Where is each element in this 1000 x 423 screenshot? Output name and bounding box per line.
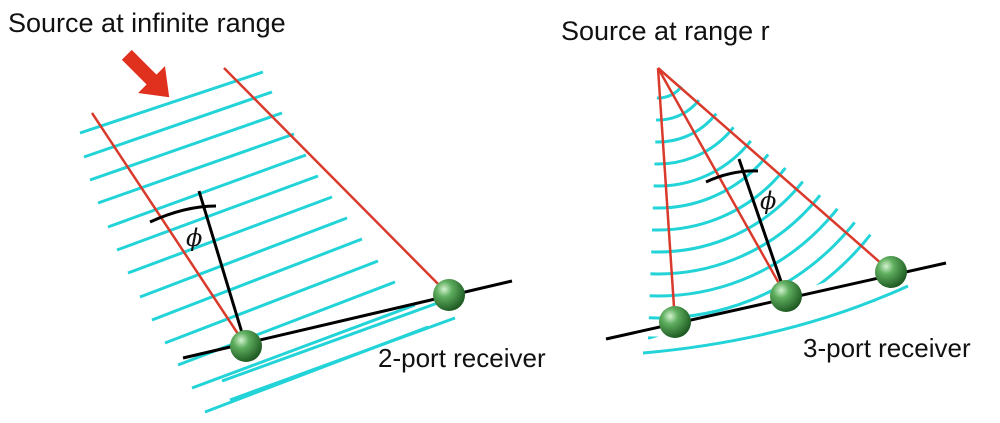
- ray-right: [223, 67, 450, 296]
- incidence-arrow: [121, 49, 170, 98]
- angle-arc: [705, 169, 759, 184]
- right-panel: [605, 67, 947, 355]
- receiver-node-1: [659, 306, 691, 338]
- right-panel-title: Source at range r: [561, 16, 770, 46]
- angle-arc: [149, 204, 217, 224]
- ray-to-node-2: [656, 67, 788, 297]
- receiver-node-2: [433, 279, 465, 311]
- broadside-normal: [197, 190, 248, 347]
- broadside-normal: [737, 158, 788, 297]
- ray-to-node-1: [656, 67, 677, 323]
- receiver-node-2: [770, 280, 802, 312]
- ray-to-node-3: [657, 67, 892, 273]
- left-angle-symbol: ϕ: [186, 224, 203, 252]
- left-panel: [79, 49, 513, 414]
- parallel-rays: [90, 67, 450, 347]
- right-receiver-label: 3-port receiver: [803, 333, 971, 363]
- outer-wavefront-1: [642, 284, 909, 355]
- receiver-node-1: [230, 330, 262, 362]
- converging-rays: [656, 67, 892, 323]
- right-angle-symbol: ϕ: [760, 187, 777, 215]
- left-receiver-label: 2-port receiver: [378, 343, 546, 373]
- spherical-wavefronts: [648, 68, 900, 340]
- ray-left: [90, 112, 248, 347]
- receiver-node-3: [875, 256, 907, 288]
- left-panel-title: Source at infinite range: [8, 8, 286, 38]
